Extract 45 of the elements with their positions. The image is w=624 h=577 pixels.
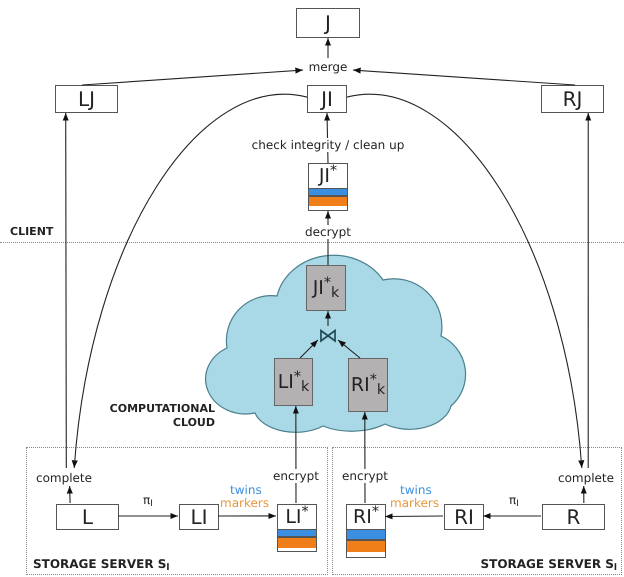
server-region bbox=[26, 447, 328, 575]
box-label: RI$^{*}$ bbox=[352, 505, 380, 529]
data-box bbox=[277, 504, 317, 552]
region-label: STORAGE SERVER S$_{l}$ bbox=[33, 556, 170, 573]
arrow bbox=[585, 113, 592, 468]
arrow bbox=[72, 94, 308, 468]
edge-annotation: markers bbox=[390, 496, 440, 510]
edge-annotation: twins bbox=[230, 483, 262, 497]
arrow bbox=[580, 486, 587, 503]
server-region bbox=[332, 447, 622, 575]
edge-annotation: markers bbox=[220, 496, 270, 510]
arrow bbox=[66, 486, 73, 504]
data-box: L bbox=[56, 504, 119, 530]
data-box: JI bbox=[307, 85, 347, 113]
box-label: LI$^{*}$ bbox=[284, 505, 310, 529]
data-box bbox=[308, 163, 348, 211]
data-box: LJ bbox=[55, 85, 118, 113]
zone-label: CLIENT bbox=[10, 225, 54, 239]
arrow bbox=[346, 94, 584, 468]
arrow bbox=[338, 340, 360, 358]
arrow bbox=[352, 68, 576, 86]
arrow bbox=[82, 68, 304, 86]
arrow bbox=[118, 512, 178, 520]
region-label: COMPUTATIONAL CLOUD bbox=[108, 402, 215, 430]
data-box: RJ bbox=[541, 85, 604, 113]
arrow bbox=[385, 513, 443, 520]
arrow bbox=[324, 38, 332, 58]
box-label: JI$^{*}$ bbox=[316, 164, 338, 188]
join-symbol: ⋈ bbox=[316, 326, 340, 344]
region-label: STORAGE SERVER S$_{l}$ bbox=[480, 556, 617, 573]
data-box: J bbox=[296, 8, 360, 38]
data-box: LI bbox=[179, 504, 219, 530]
arrow bbox=[483, 512, 541, 520]
edge-label: decrypt bbox=[304, 225, 352, 239]
edge-label: encrypt bbox=[341, 469, 389, 483]
edge-annotation: twins bbox=[400, 483, 432, 497]
arrow bbox=[300, 340, 318, 358]
arrow bbox=[62, 113, 69, 468]
edge-label: encrypt bbox=[272, 469, 320, 483]
data-box: RI bbox=[444, 504, 484, 530]
arrow bbox=[218, 512, 276, 520]
data-box: R bbox=[542, 504, 605, 530]
edge-label: check integrity / clean up bbox=[250, 138, 406, 152]
arrow bbox=[324, 311, 332, 326]
data-box bbox=[346, 504, 386, 558]
